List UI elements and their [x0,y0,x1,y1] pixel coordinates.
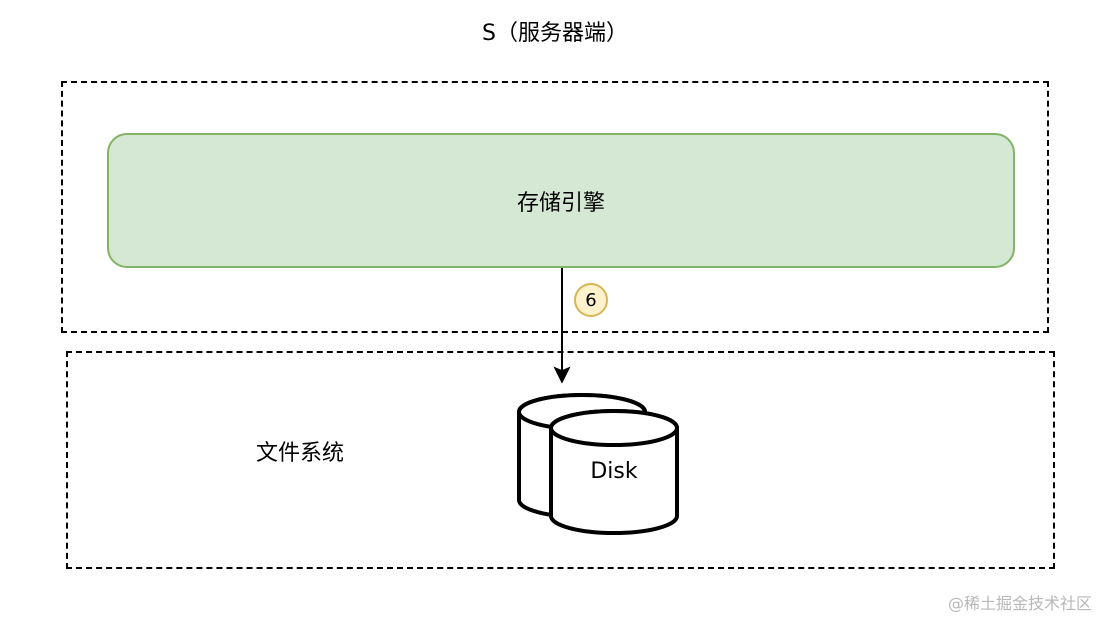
file-system-container [66,351,1055,569]
step-badge: 6 [574,283,608,317]
server-container [61,81,1049,333]
storage-engine-box: 存储引擎 [107,133,1015,268]
disk-icon [517,393,679,535]
diagram-title: S（服务器端） [482,21,628,46]
disk-front-top [549,409,679,447]
watermark: @稀土掘金技术社区 [947,594,1092,613]
step-number: 6 [585,289,597,311]
flow-arrowhead [553,366,571,384]
file-system-label: 文件系统 [255,441,344,466]
disk-label: Disk [590,459,638,484]
storage-engine-label: 存储引擎 [516,190,605,216]
